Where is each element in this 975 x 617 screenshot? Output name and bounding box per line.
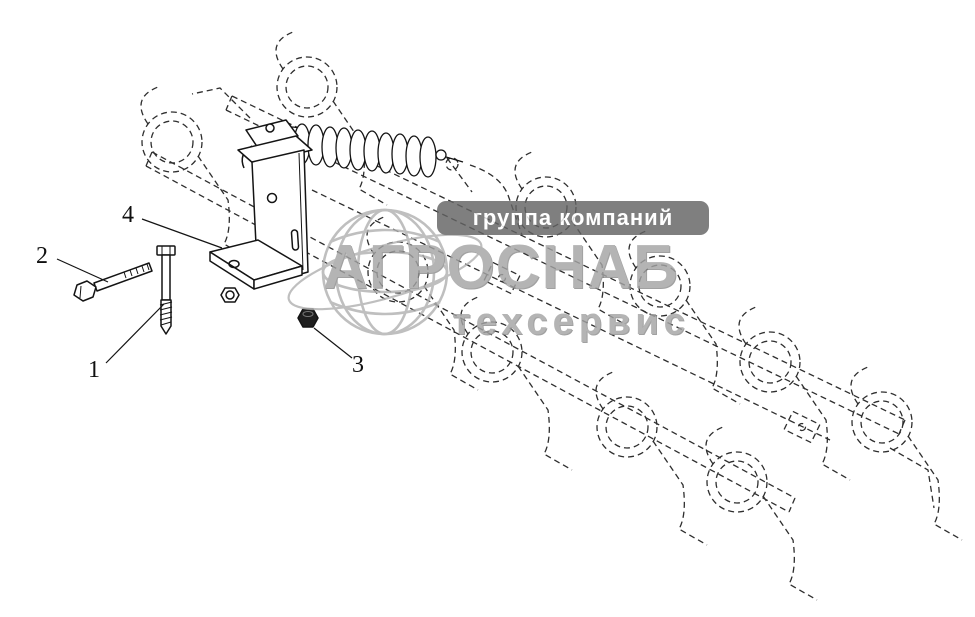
- spring-coil: [514, 151, 627, 326]
- leader-lines: [56, 218, 353, 364]
- spring-coil: [460, 296, 573, 471]
- nut-part-3: [297, 308, 319, 328]
- leader-line-1: [105, 303, 165, 364]
- spring-coil: [140, 86, 253, 261]
- callout-number-3: 3: [352, 352, 364, 378]
- callout-number-2: 2: [36, 243, 48, 269]
- spring-coil: [628, 230, 741, 405]
- mounting-kit: [73, 119, 464, 335]
- spring-coil: [738, 306, 851, 481]
- bolt-part-2: [73, 262, 153, 302]
- spring-coil: [850, 366, 963, 541]
- callout-number-4: 4: [122, 202, 134, 228]
- torsion-spring: [263, 123, 464, 178]
- bar-clamp-plate: [483, 261, 521, 295]
- spring-coil: [705, 426, 818, 601]
- spring-coil: [595, 371, 708, 546]
- spring-tine-coils: [140, 31, 963, 601]
- spring-clamp: [241, 119, 299, 169]
- foot-nut: [220, 287, 240, 303]
- stud-part-1: [156, 245, 176, 335]
- callout-number-1: 1: [88, 357, 100, 383]
- leader-line-4: [141, 218, 223, 249]
- leader-line-2: [56, 258, 109, 283]
- bracket-part-4: [209, 135, 313, 290]
- leader-line-3: [313, 327, 353, 359]
